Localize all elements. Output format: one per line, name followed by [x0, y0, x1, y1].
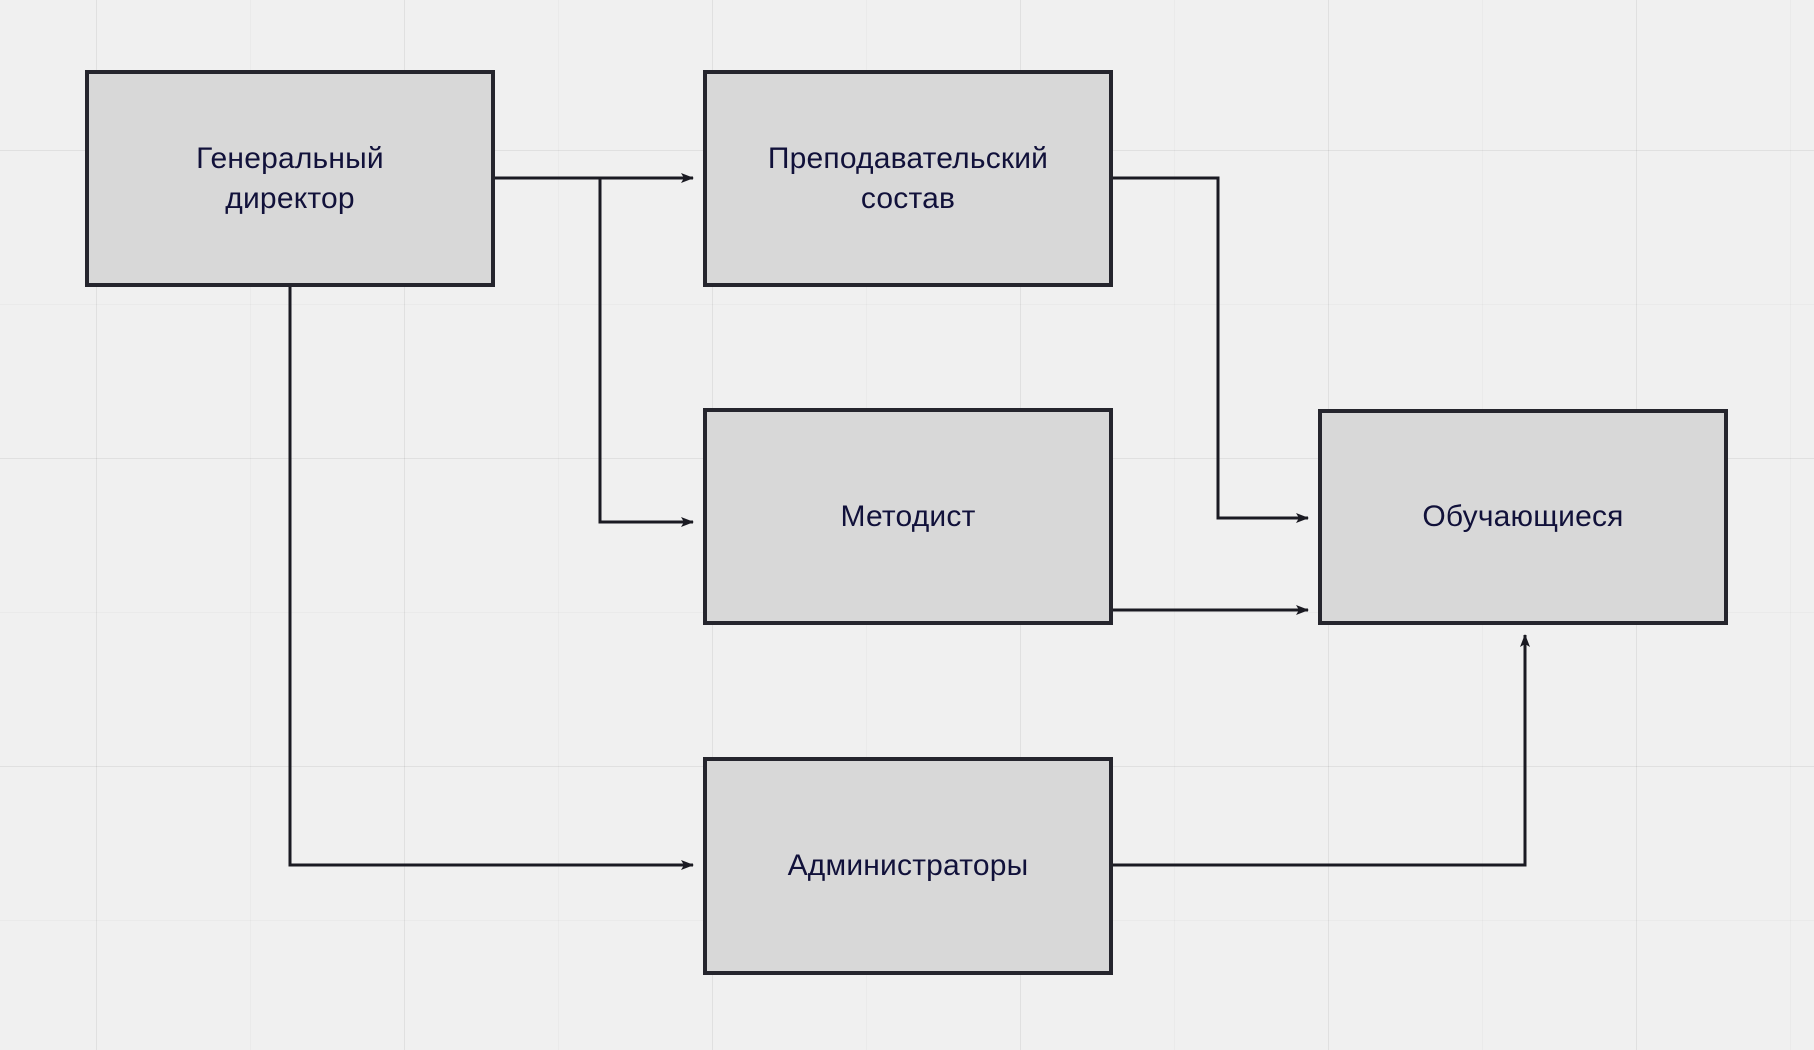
- edge-teachers-to-students: [1113, 176, 1309, 523]
- node-administrators[interactable]: Администраторы: [703, 757, 1113, 975]
- node-teachers[interactable]: Преподавательский состав: [703, 70, 1113, 287]
- edge-director-to-methodist: [598, 178, 694, 527]
- node-teachers-label: Преподавательский состав: [767, 141, 1049, 215]
- node-methodist[interactable]: Методист: [703, 408, 1113, 625]
- node-director[interactable]: Генеральный директор: [85, 70, 495, 287]
- edge-administrators-to-students: [1113, 634, 1530, 867]
- node-director-label: Генеральный директор: [196, 141, 384, 215]
- edge-director-to-administrators: [288, 287, 694, 870]
- node-students-label: Обучающиеся: [1422, 500, 1624, 534]
- node-methodist-label: Методист: [840, 499, 976, 533]
- node-students[interactable]: Обучающиеся: [1318, 409, 1728, 625]
- node-administrators-label: Администраторы: [787, 849, 1029, 883]
